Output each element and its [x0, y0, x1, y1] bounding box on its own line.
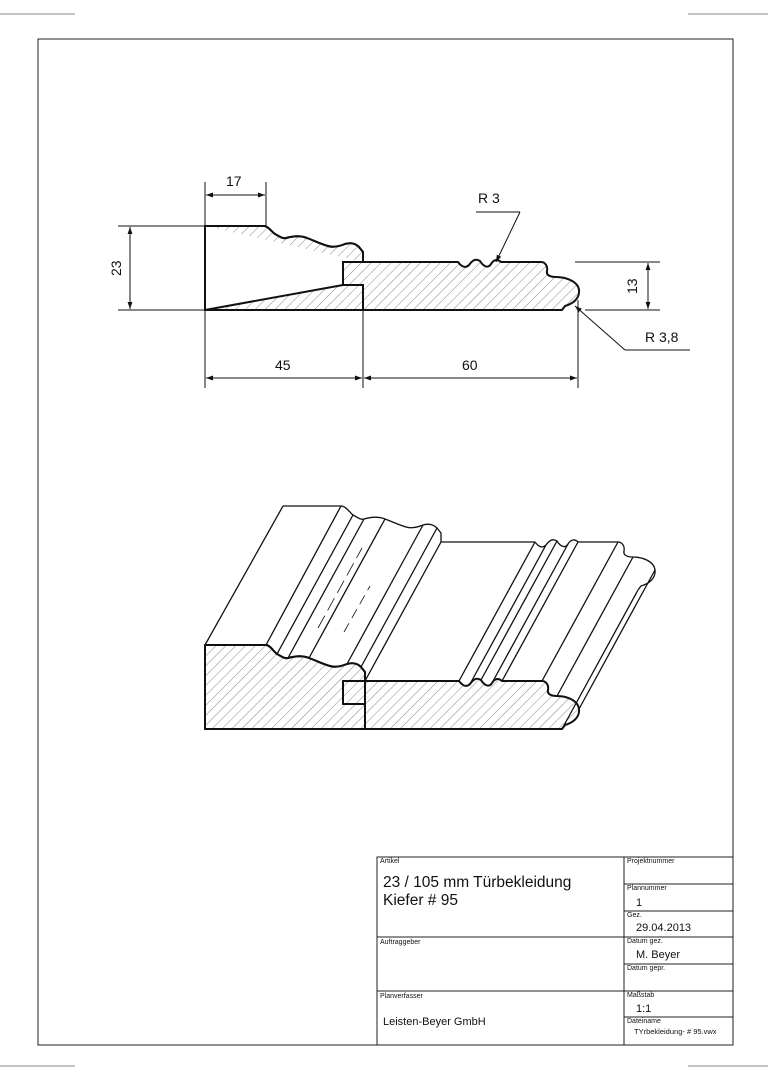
- datum-gez-value: M. Beyer: [636, 949, 681, 961]
- dateiname-label: Dateiname: [627, 1018, 661, 1025]
- dim-17: 17: [226, 173, 242, 189]
- planverfasser-label: Planverfasser: [380, 993, 423, 1000]
- dim-23: 23: [108, 260, 124, 276]
- massstab-label: Maßstab: [627, 992, 655, 999]
- crop-marks: [0, 13, 768, 1067]
- dim-60: 60: [462, 357, 478, 373]
- auftraggeber-label: Auftraggeber: [380, 939, 421, 946]
- datum-gez-label: Datum gez.: [627, 938, 663, 945]
- gez-value: 29.04.2013: [636, 922, 692, 934]
- planverfasser-value: Leisten-Beyer GmbH: [383, 1016, 486, 1028]
- gez-label: Gez.: [627, 912, 642, 919]
- dim-45: 45: [275, 357, 291, 373]
- dimension-texts: 17 23 R 3 13 R 3,8 45 60: [108, 173, 679, 373]
- datum-gepr-label: Datum gepr.: [627, 965, 666, 972]
- article-title-line2: Kiefer # 95: [383, 892, 458, 909]
- artikel-label: Artikel: [380, 858, 400, 865]
- massstab-value: 1:1: [636, 1003, 652, 1015]
- projektnummer-label: Projektnummer: [627, 858, 675, 865]
- plannummer-value: 1: [636, 897, 643, 909]
- plannummer-label: Plannummer: [627, 885, 667, 892]
- isometric-view: [204, 505, 656, 730]
- article-title-line1: 23 / 105 mm Türbekleidung: [383, 874, 572, 891]
- dim-13: 13: [624, 278, 640, 294]
- dim-r3: R 3: [478, 190, 500, 206]
- dimension-lines: [118, 182, 690, 388]
- dateiname-value: TYrbekleidung- # 95.vwx: [634, 1027, 717, 1036]
- dim-r38: R 3,8: [645, 329, 679, 345]
